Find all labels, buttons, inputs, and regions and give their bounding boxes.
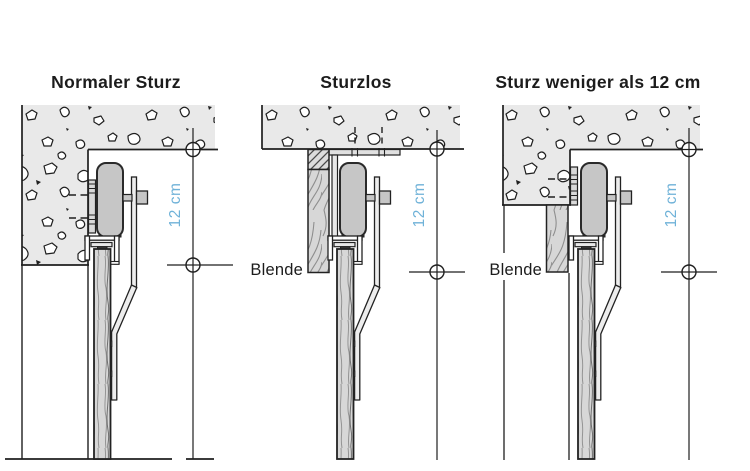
dimension-label: 12 cm	[411, 183, 428, 228]
wall-mount-plate	[548, 166, 579, 206]
diagram-sturz-weniger: Sturz weniger als 12 cm	[489, 72, 717, 460]
concrete-lintel-section	[22, 105, 215, 265]
diagram-sturzlos: Sturzlos Blende	[250, 72, 465, 460]
blende-board	[307, 148, 330, 274]
diagram1-title: Normaler Sturz	[51, 72, 181, 92]
diagram3-title: Sturz weniger als 12 cm	[495, 72, 700, 92]
wall-opening-edges	[21, 265, 89, 459]
extension-lines	[503, 205, 570, 460]
concrete-ceiling-section	[262, 105, 460, 149]
trolley-assembly	[568, 162, 633, 460]
dimension-12cm: 12 cm	[409, 130, 465, 460]
diagram2-title: Sturzlos	[320, 72, 391, 92]
blende-label: Blende	[489, 261, 542, 279]
blende-board	[545, 204, 569, 273]
diagram-normaler-sturz: Normaler Sturz	[5, 72, 233, 460]
blende-label: Blende	[250, 261, 303, 279]
dimension-label: 12 cm	[663, 183, 680, 228]
dimension-label: 12 cm	[167, 183, 184, 228]
concrete-short-lintel-section	[503, 105, 700, 205]
wall-mount-plate	[69, 179, 97, 234]
dimension-12cm: 12 cm	[167, 128, 233, 460]
dimension-12cm: 12 cm	[661, 128, 717, 460]
